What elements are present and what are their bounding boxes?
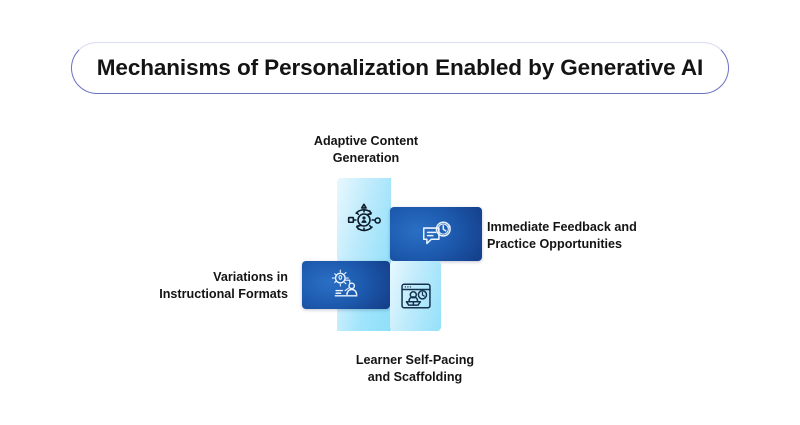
browser-window-reader-clock-icon — [398, 278, 434, 314]
node-label-line: Instructional Formats — [159, 287, 288, 301]
node-label-line: Generation — [332, 151, 400, 165]
node-label-adaptive-content-generation: Adaptive Content Generation — [280, 133, 452, 167]
node-card-immediate-feedback[interactable] — [390, 207, 482, 261]
node-label-line: Practice Opportunities — [487, 237, 623, 251]
page-title: Mechanisms of Personalization Enabled by… — [96, 54, 704, 80]
node-label-variations-instructional-formats: Variations in Instructional Formats — [128, 269, 288, 303]
node-card-adaptive-content-generation[interactable] — [337, 178, 391, 261]
node-label-line: Learner Self-Pacing — [355, 353, 475, 367]
speech-bubble-clock-icon — [417, 215, 455, 253]
page-title-banner: Mechanisms of Personalization Enabled by… — [71, 42, 729, 94]
node-label-line: Adaptive Content — [313, 134, 419, 148]
node-label-line: and Scaffolding — [367, 370, 463, 384]
node-label-line: Variations in — [213, 270, 288, 284]
node-label-learner-self-pacing: Learner Self-Pacing and Scaffolding — [325, 352, 505, 386]
gear-person-cycle-icon — [344, 200, 384, 240]
person-desk-gear-idea-icon — [328, 267, 364, 303]
node-card-learner-self-pacing[interactable] — [390, 261, 441, 331]
node-card-variations-instructional-formats[interactable] — [302, 261, 390, 309]
node-label-line: Immediate Feedback and — [487, 220, 637, 234]
node-label-immediate-feedback: Immediate Feedback and Practice Opportun… — [487, 219, 687, 253]
